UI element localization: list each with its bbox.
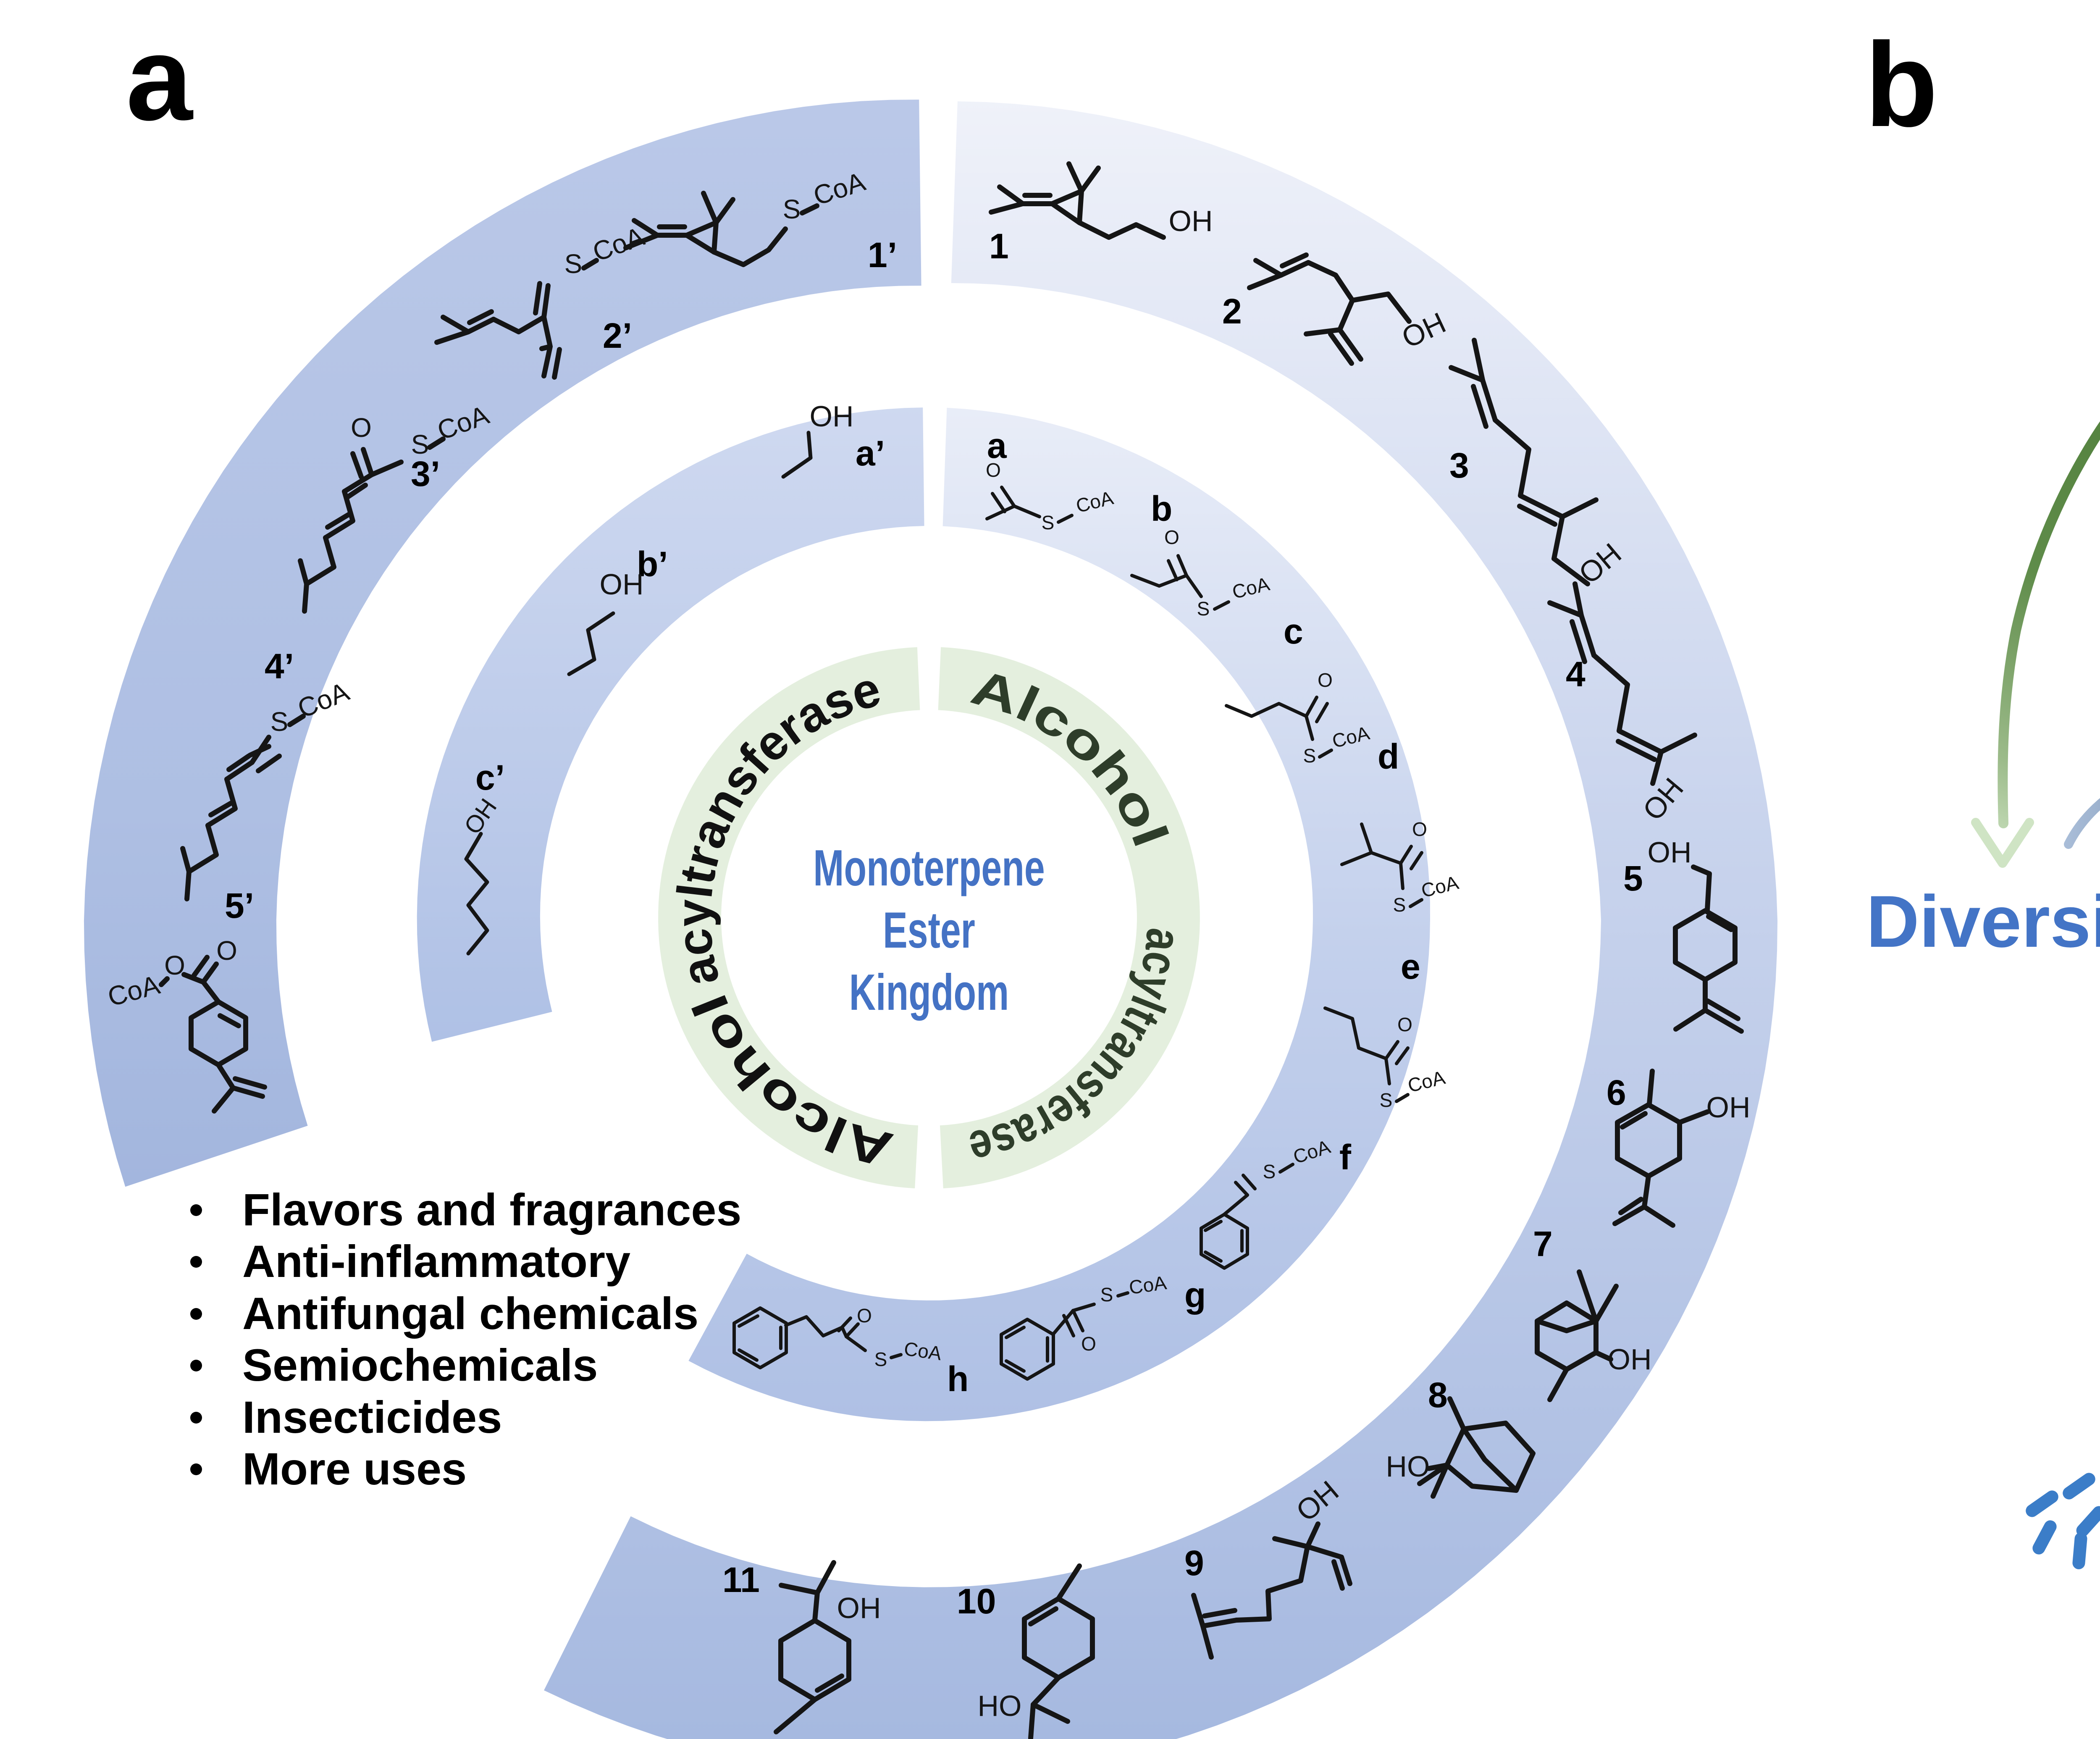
svg-text:1: 1: [989, 226, 1009, 266]
svg-text:7: 7: [1533, 1224, 1553, 1264]
svg-text:OH: OH: [1706, 1091, 1751, 1124]
svg-text:S: S: [1263, 1161, 1276, 1182]
svg-text:S: S: [1393, 894, 1406, 916]
svg-text:b: b: [1151, 489, 1172, 528]
svg-text:a’: a’: [856, 433, 885, 473]
svg-text:10: 10: [957, 1581, 996, 1621]
svg-text:3’: 3’: [411, 454, 440, 494]
svg-text:8: 8: [1428, 1375, 1448, 1415]
svg-text:S: S: [564, 249, 583, 279]
svg-text:g: g: [1184, 1275, 1206, 1315]
svg-text:S: S: [1380, 1089, 1393, 1111]
svg-text:S: S: [783, 194, 801, 224]
svg-text:CoA: CoA: [1405, 1066, 1447, 1096]
svg-text:acyltransferase: acyltransferase: [666, 661, 886, 991]
svg-text:OH: OH: [1169, 205, 1213, 237]
svg-text:S: S: [270, 707, 289, 737]
svg-text:O: O: [1412, 818, 1427, 840]
svg-text:3: 3: [1449, 446, 1469, 485]
svg-text:O: O: [351, 412, 372, 443]
svg-text:S: S: [1042, 512, 1055, 533]
svg-text:a: a: [987, 426, 1007, 465]
svg-text:4’: 4’: [265, 646, 294, 686]
svg-text:O: O: [986, 459, 1001, 481]
svg-text:S: S: [874, 1348, 887, 1370]
svg-text:2: 2: [1222, 292, 1242, 331]
svg-text:Semiochemicals: Semiochemicals: [242, 1340, 598, 1390]
svg-text:OH: OH: [810, 400, 854, 433]
svg-text:S: S: [1303, 745, 1316, 767]
svg-text:S: S: [1100, 1284, 1113, 1306]
svg-text:11: 11: [722, 1560, 760, 1600]
svg-text:5’: 5’: [225, 886, 254, 925]
svg-text:HO: HO: [1386, 1450, 1430, 1483]
svg-text:5: 5: [1623, 859, 1643, 898]
svg-text:b: b: [1865, 18, 1938, 152]
svg-text:OH: OH: [600, 568, 644, 601]
svg-text:O: O: [216, 935, 237, 966]
svg-text:1’: 1’: [868, 235, 897, 275]
svg-text:O: O: [857, 1305, 872, 1327]
svg-text:Antifungal chemicals: Antifungal chemicals: [242, 1288, 698, 1339]
svg-text:Diversity: Diversity: [1866, 881, 2100, 963]
svg-text:OH: OH: [1648, 836, 1692, 869]
svg-text:S: S: [411, 429, 429, 460]
svg-text:d: d: [1378, 737, 1399, 776]
svg-text:Kingdom: Kingdom: [849, 964, 1009, 1021]
svg-text:O: O: [1397, 1014, 1412, 1035]
svg-text:6: 6: [1606, 1073, 1626, 1112]
svg-text:h: h: [947, 1359, 969, 1399]
svg-text:O: O: [1081, 1333, 1096, 1355]
svg-text:c: c: [1284, 612, 1303, 651]
svg-text:c’: c’: [475, 758, 505, 797]
svg-text:OH: OH: [1608, 1343, 1652, 1376]
svg-text:f: f: [1339, 1137, 1352, 1177]
svg-text:e: e: [1401, 947, 1420, 986]
svg-text:Ester: Ester: [883, 901, 975, 959]
svg-text:Insecticides: Insecticides: [242, 1392, 502, 1442]
svg-text:CoA: CoA: [1128, 1271, 1168, 1298]
svg-text:HO: HO: [978, 1689, 1022, 1722]
svg-text:OH: OH: [837, 1592, 881, 1624]
svg-text:a: a: [126, 12, 193, 145]
svg-text:Monoterpene: Monoterpene: [813, 839, 1045, 897]
svg-text:O: O: [1164, 526, 1179, 548]
svg-text:O: O: [1318, 669, 1333, 691]
svg-text:S: S: [1197, 598, 1210, 620]
svg-text:Anti-inflammatory: Anti-inflammatory: [242, 1236, 630, 1287]
svg-text:More uses: More uses: [242, 1443, 467, 1494]
svg-text:9: 9: [1184, 1543, 1204, 1583]
svg-text:2’: 2’: [603, 316, 632, 355]
svg-text:b’: b’: [637, 544, 668, 584]
svg-text:CoA: CoA: [903, 1337, 943, 1364]
svg-text:Flavors and fragrances: Flavors and fragrances: [242, 1184, 741, 1235]
